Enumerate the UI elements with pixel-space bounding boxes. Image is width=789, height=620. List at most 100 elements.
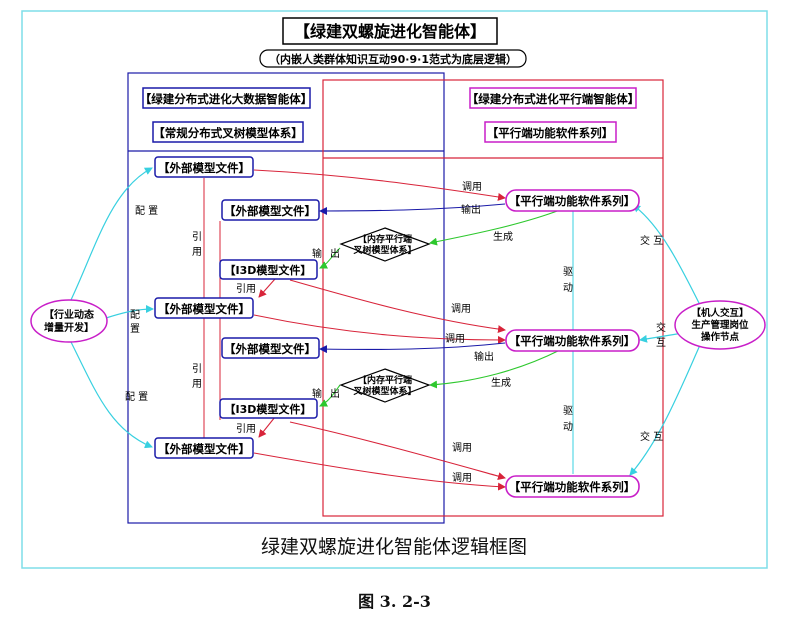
left-header-2: 【常规分布式叉树模型体系】 [153, 126, 303, 140]
label-cite-v1-b: 引 [192, 363, 202, 375]
call-arrow-5 [253, 452, 506, 491]
config-arrow-bottom [69, 339, 153, 449]
label-config-top: 配 置 [135, 205, 158, 217]
external-model-text-5: 【外部模型文件】 [158, 442, 250, 456]
label-cite-v2-b: 用 [192, 379, 202, 390]
call-arrow-3 [253, 314, 506, 344]
label-call-5: 调用 [452, 472, 472, 484]
external-model-box-3 [154, 297, 254, 319]
right-header-box-1 [469, 87, 637, 109]
industry-dev-line1: 【行业动态 [44, 308, 94, 321]
external-model-text-3: 【外部模型文件】 [158, 302, 250, 316]
hmi-line2: 生产管理岗位 [691, 319, 749, 331]
left-header-box-2 [152, 121, 304, 143]
i3d-model-box-1 [219, 259, 318, 280]
diamond-output-arrow-1 [319, 247, 341, 269]
parallel-software-box-2 [505, 329, 640, 352]
config-arrow-top [69, 167, 153, 303]
label-cite-b: 引用 [236, 423, 256, 435]
label-drive-1b: 动 [563, 282, 573, 294]
cite-arrow-2 [258, 416, 276, 438]
left-header-box-1 [142, 87, 311, 109]
right-header-box-2 [484, 121, 617, 143]
i3d-model-text-1: 【I3D模型文件】 [225, 263, 312, 277]
left-header-1: 【绿建分布式进化大数据智能体】 [140, 92, 313, 106]
label-call-4: 调用 [452, 442, 472, 454]
label-call-1: 调用 [462, 181, 482, 193]
title-box [282, 17, 498, 45]
right-header-1: 【绿建分布式进化平行端智能体】 [467, 92, 640, 106]
label-generate-2: 生成 [491, 376, 511, 389]
left-system-frame [127, 72, 445, 524]
parallel-software-text-3: 【平行端功能软件系列】 [509, 480, 636, 494]
cite-arrow-1 [258, 278, 276, 298]
external-model-box-2 [221, 199, 320, 221]
label-drive-2b: 动 [563, 421, 573, 433]
outer-frame [21, 10, 768, 569]
parallel-software-text-2: 【平行端功能软件系列】 [509, 334, 636, 348]
label-cite-a: 引用 [236, 283, 256, 295]
external-model-box-1 [154, 156, 254, 178]
figure-caption: 图 3. 2-3 [358, 592, 431, 611]
label-cite-v2-a: 用 [192, 247, 202, 258]
label-drive-1a: 驱 [563, 266, 573, 278]
output-arrow-1 [319, 203, 506, 215]
label-output-short-1b: 出 [330, 247, 340, 260]
hmi-line3: 操作节点 [701, 331, 740, 343]
generate-arrow-1 [429, 209, 561, 246]
label-interact-mid-2: 互 [656, 337, 666, 349]
diagram-title: 【绿建双螺旋进化智能体】 [294, 22, 486, 41]
diagram-subtitle: （内嵌人类群体知识互动90·9·1范式为底层逻辑） [269, 52, 517, 66]
right-system-frame [322, 79, 664, 517]
subtitle-box [259, 49, 527, 68]
call-arrow-1 [253, 169, 506, 201]
generate-arrow-2 [429, 349, 561, 389]
memory-tree-diamond-2 [339, 368, 431, 403]
memory-tree-1-line1: 【内存平行端 [358, 233, 412, 245]
external-model-box-4 [221, 337, 320, 359]
call-arrow-2 [289, 279, 506, 334]
label-interact-mid-1: 交 [656, 321, 666, 334]
industry-dev-node [30, 299, 108, 343]
memory-tree-1-line2: 叉树模型体系】 [352, 244, 416, 256]
call-arrow-4 [289, 421, 506, 480]
label-interact-top: 交 互 [640, 234, 663, 247]
label-output-2: 输出 [474, 350, 494, 363]
industry-dev-line2: 增量开发】 [44, 321, 94, 334]
label-output-1: 输出 [461, 203, 481, 216]
parallel-software-box-3 [505, 475, 640, 498]
label-call-3: 调用 [445, 333, 465, 345]
label-config-bottom: 配 置 [125, 391, 148, 403]
label-output-short-2a: 输 [312, 387, 322, 400]
memory-tree-diamond-1 [339, 227, 431, 262]
external-model-box-5 [154, 437, 254, 459]
hmi-node [674, 300, 766, 350]
external-model-text-1: 【外部模型文件】 [158, 161, 250, 175]
interact-arrow-bottom [629, 336, 707, 476]
memory-tree-2-line1: 【内存平行端 [358, 374, 412, 386]
hmi-line1: 【机人交互】 [691, 307, 748, 319]
external-model-text-2: 【外部模型文件】 [224, 204, 316, 218]
diamond-output-arrow-2 [319, 384, 341, 407]
parallel-software-box-1 [505, 189, 640, 212]
i3d-model-box-2 [219, 398, 318, 419]
label-output-short-2b: 出 [330, 387, 340, 400]
config-arrow-middle [105, 305, 154, 319]
label-generate-1: 生成 [493, 230, 513, 243]
label-cite-v1-a: 引 [192, 231, 202, 243]
interact-arrow-top [632, 204, 707, 314]
memory-tree-2-line2: 叉树模型体系】 [352, 385, 416, 397]
bottom-title: 绿建双螺旋进化智能体逻辑框图 [261, 536, 527, 558]
label-output-short-1a: 输 [312, 247, 322, 260]
label-config-mid-2: 置 [130, 323, 140, 335]
i3d-model-text-2: 【I3D模型文件】 [225, 402, 312, 416]
label-call-2: 调用 [451, 303, 471, 315]
external-model-text-4: 【外部模型文件】 [224, 342, 316, 356]
right-header-2: 【平行端功能软件系列】 [487, 126, 614, 140]
label-drive-2a: 驱 [563, 405, 573, 417]
label-interact-bottom: 交 互 [640, 430, 663, 443]
output-arrow-2 [319, 342, 506, 354]
parallel-software-text-1: 【平行端功能软件系列】 [509, 194, 636, 208]
label-config-mid-1: 配 [130, 309, 140, 321]
